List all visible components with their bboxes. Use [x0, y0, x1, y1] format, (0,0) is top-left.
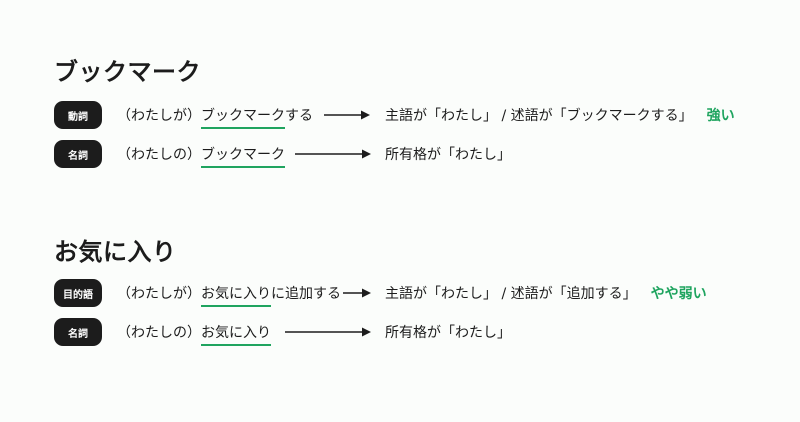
section-title-bookmark: ブックマーク [54, 58, 201, 86]
example-phrase: （わたしの） ブックマーク [117, 140, 285, 168]
grammar-result: 所有格が「わたし」 [385, 140, 511, 168]
row-bookmark-verb: 動詞 （わたしが） ブックマーク する 主語が「わたし」 / 述語が「ブックマー… [54, 101, 794, 129]
result-text: 所有格が「わたし」 [385, 147, 511, 163]
example-phrase: （わたしの） お気に入り [117, 318, 271, 346]
phrase-keyword: お気に入り [201, 283, 271, 307]
phrase-keyword: お気に入り [201, 322, 271, 346]
result-text: 所有格が「わたし」 [385, 325, 511, 341]
strength-label: 強い [706, 108, 735, 124]
arrow-right-icon [343, 288, 371, 298]
phrase-keyword: ブックマーク [201, 105, 285, 129]
phrase-suffix: する [285, 108, 313, 124]
arrow-right-icon [324, 110, 370, 120]
grammar-result: 所有格が「わたし」 [385, 318, 511, 346]
result-text: 主語が「わたし」 / 述語が「追加する」 [385, 286, 637, 302]
row-favorite-noun: 名詞 （わたしの） お気に入り 所有格が「わたし」 [54, 318, 794, 346]
arrow-right-icon [295, 149, 371, 159]
example-phrase: （わたしが） お気に入り に追加する [117, 279, 341, 307]
section-title-favorite: お気に入り [54, 238, 177, 266]
row-bookmark-noun: 名詞 （わたしの） ブックマーク 所有格が「わたし」 [54, 140, 794, 168]
grammar-result: 主語が「わたし」 / 述語が「追加する」 やや弱い [385, 279, 707, 307]
phrase-prefix: （わたしの） [117, 147, 201, 163]
result-text: 主語が「わたし」 / 述語が「ブックマークする」 [385, 108, 693, 124]
grammar-result: 主語が「わたし」 / 述語が「ブックマークする」 強い [385, 101, 735, 129]
part-of-speech-badge: 動詞 [54, 101, 102, 129]
part-of-speech-badge: 名詞 [54, 318, 102, 346]
phrase-prefix: （わたしの） [117, 325, 201, 341]
part-of-speech-badge: 名詞 [54, 140, 102, 168]
phrase-suffix: に追加する [271, 286, 341, 302]
example-phrase: （わたしが） ブックマーク する [117, 101, 313, 129]
phrase-prefix: （わたしが） [117, 286, 201, 302]
phrase-keyword: ブックマーク [201, 144, 285, 168]
arrow-right-icon [285, 327, 371, 337]
phrase-prefix: （わたしが） [117, 108, 201, 124]
strength-label: やや弱い [650, 286, 707, 302]
part-of-speech-badge: 目的語 [54, 279, 102, 307]
row-favorite-object: 目的語 （わたしが） お気に入り に追加する 主語が「わたし」 / 述語が「追加… [54, 279, 794, 307]
